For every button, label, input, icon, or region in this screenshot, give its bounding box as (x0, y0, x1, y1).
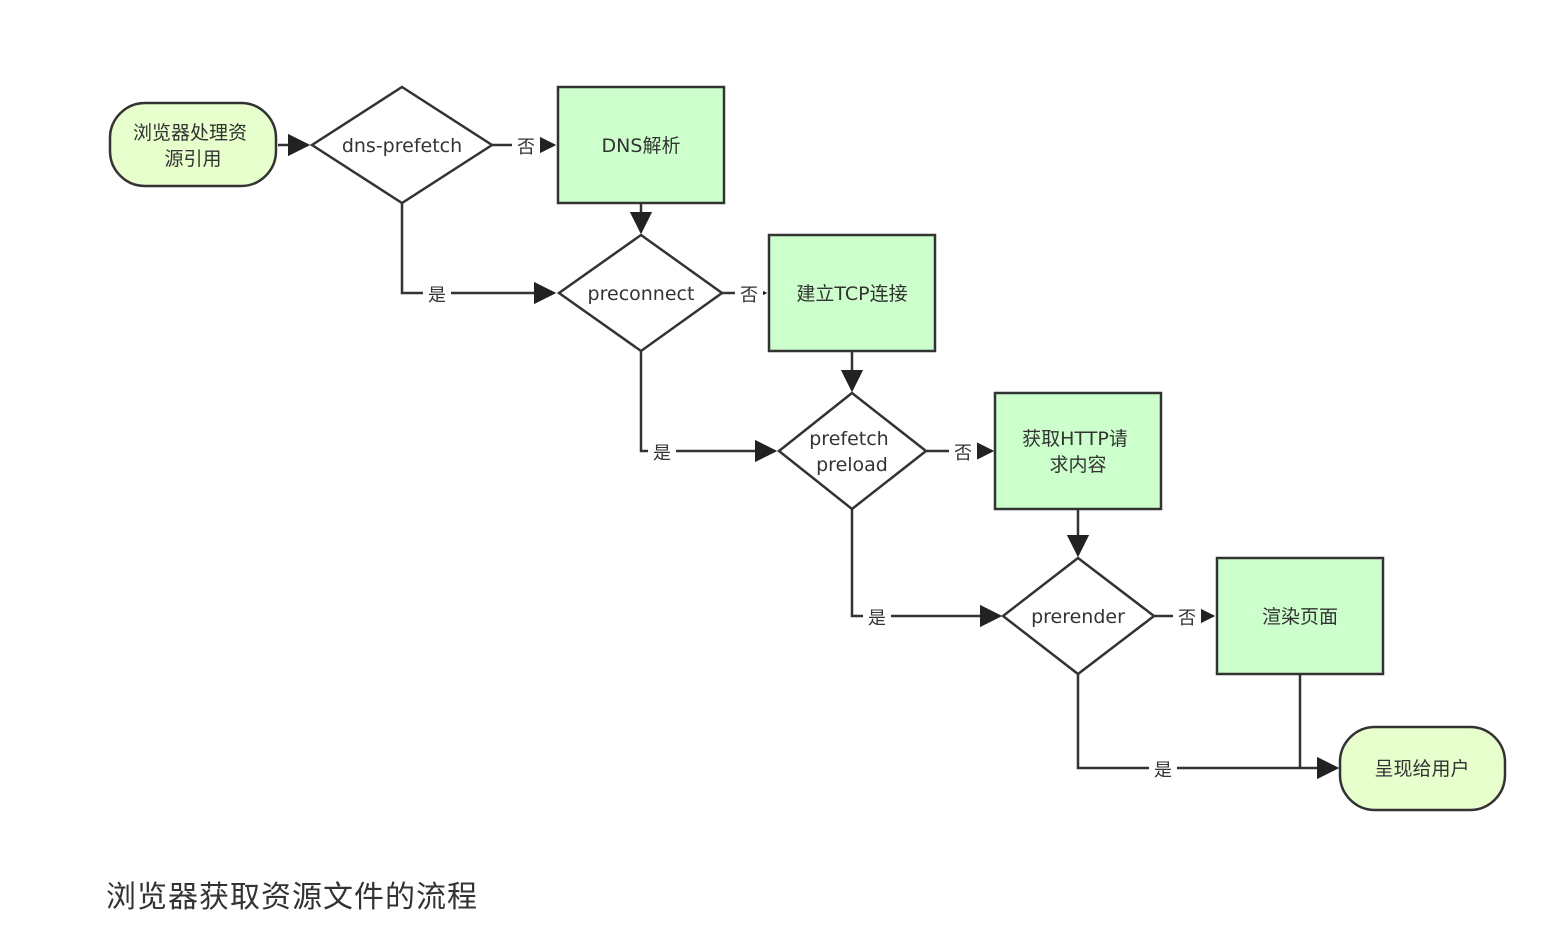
dns-resolve-label: DNS解析 (602, 135, 681, 157)
edge-label-yes: 是 (653, 443, 671, 464)
edge-label-no: 否 (517, 137, 535, 158)
edge-prefetch-yes (850, 509, 1003, 628)
decision-prefetch-preload (776, 391, 929, 511)
edge-label-yes: 是 (428, 285, 446, 306)
tcp-connect-label: 建立TCP连接 (796, 283, 907, 305)
prefetch-preload-label: prefetch preload (809, 428, 895, 476)
process-http-request (993, 391, 1163, 511)
render-page-label: 渲染页面 (1262, 606, 1338, 628)
start-label: 浏览器处理资 源引用 (133, 122, 253, 170)
decision-preconnect (556, 233, 725, 353)
dns-prefetch-label: dns-prefetch (342, 135, 462, 157)
decision-dns-prefetch (309, 85, 495, 205)
process-render-page (1215, 556, 1385, 676)
edge-label-no: 否 (1178, 608, 1196, 629)
edge-prerender-yes (1076, 674, 1340, 780)
flowchart: 否 否 否 否 是 是 是 是 (108, 85, 1507, 812)
figure-caption: 浏览器获取资源文件的流程 (106, 880, 478, 915)
edge-label-yes: 是 (868, 608, 886, 629)
process-tcp-connect (767, 233, 937, 353)
http-request-label: 获取HTTP请 求内容 (1022, 428, 1134, 476)
start-terminal (108, 101, 278, 188)
edge-label-no: 否 (740, 285, 758, 306)
edge-label-yes: 是 (1154, 760, 1172, 781)
edge-label-no: 否 (954, 443, 972, 464)
present-label: 呈现给用户 (1374, 758, 1469, 780)
prerender-label: prerender (1031, 606, 1125, 628)
edge-dns-prefetch-yes (400, 203, 557, 305)
end-terminal (1338, 725, 1507, 812)
preconnect-label: preconnect (588, 283, 695, 305)
edge-preconnect-yes (639, 351, 778, 463)
decision-prerender (1000, 556, 1157, 676)
process-dns-resolve (556, 85, 726, 205)
